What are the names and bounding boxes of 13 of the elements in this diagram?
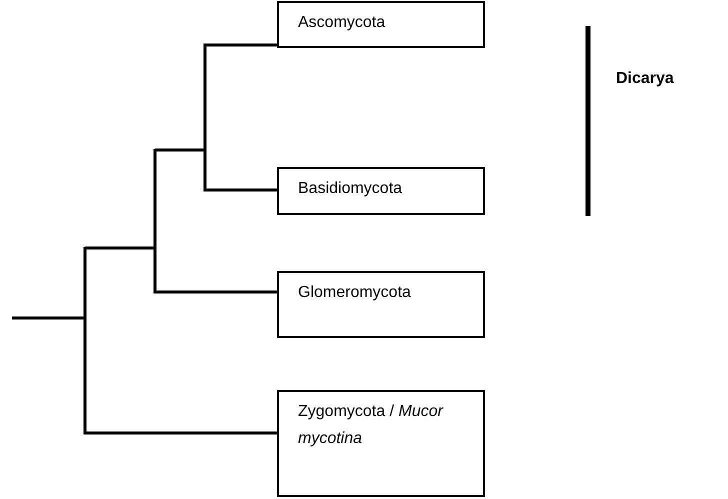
tree-branch	[154, 290, 277, 294]
taxon-name: Basidiomycota	[298, 179, 404, 199]
taxon-box	[277, 390, 485, 497]
tree-branch	[84, 432, 277, 434]
clade-label: Dicarya	[616, 69, 674, 89]
taxon-box	[277, 271, 485, 338]
taxon-box	[277, 167, 485, 215]
taxon-box	[277, 1, 485, 48]
taxon-name: Ascomycota	[298, 13, 386, 33]
taxon-name: Zygomycota / Mucor mycotina	[298, 402, 444, 449]
tree-branch	[204, 44, 277, 46]
tree-branch	[204, 188, 277, 192]
taxon-name: Glomeromycota	[298, 283, 412, 303]
